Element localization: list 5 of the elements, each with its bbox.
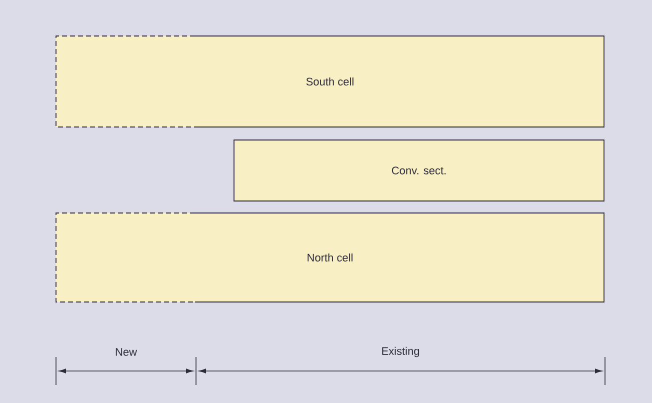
dimension-label: New — [116, 348, 138, 356]
dimension-label: Existing — [382, 346, 420, 358]
cell-box: North cell — [56, 212, 604, 302]
section-box: Conv. sect. — [234, 140, 604, 202]
cell-box: South cell — [56, 36, 604, 128]
